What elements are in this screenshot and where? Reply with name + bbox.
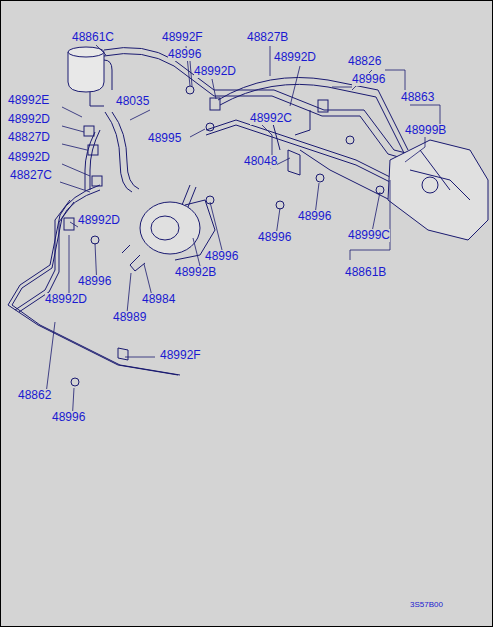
callout-number: 48992B bbox=[175, 266, 216, 279]
callout-number: 48996 bbox=[352, 73, 385, 86]
callout-number: 48996 bbox=[258, 231, 291, 244]
callout-number: 48996 bbox=[298, 210, 331, 223]
callout-number: 48048 bbox=[244, 155, 277, 168]
callout-number: 48999C bbox=[348, 229, 390, 242]
callout-number: 48989 bbox=[113, 311, 146, 324]
callout-number: 48999B bbox=[405, 124, 446, 137]
callout-number: 48984 bbox=[142, 293, 175, 306]
callout-number: 48861C bbox=[72, 31, 114, 44]
callout-number: 48861B bbox=[345, 266, 386, 279]
callout-number: 48827B bbox=[247, 31, 288, 44]
callout-number: 48992E bbox=[8, 94, 49, 107]
callout-number: 48826 bbox=[348, 55, 381, 68]
callout-number: 48862 bbox=[18, 389, 51, 402]
callout-number: 48992F bbox=[162, 31, 203, 44]
callout-number: 48992F bbox=[160, 349, 201, 362]
callout-number: 48996 bbox=[52, 411, 85, 424]
callout-number: 48992C bbox=[250, 112, 292, 125]
drawing-code: 3S57B00 bbox=[410, 600, 443, 609]
callout-number: 48992D bbox=[45, 293, 87, 306]
callout-number: 48827C bbox=[10, 169, 52, 182]
callout-number: 48992D bbox=[8, 151, 50, 164]
callout-number: 48992D bbox=[194, 65, 236, 78]
callout-number: 48995 bbox=[148, 132, 181, 145]
callout-number: 48827D bbox=[8, 131, 50, 144]
callout-number: 48996 bbox=[205, 250, 238, 263]
callout-number: 48992D bbox=[274, 51, 316, 64]
callout-number: 48996 bbox=[168, 48, 201, 61]
callout-number: 48863 bbox=[401, 91, 434, 104]
callout-number: 48992D bbox=[78, 214, 120, 227]
callout-number: 48992D bbox=[8, 113, 50, 126]
callout-number: 48996 bbox=[78, 275, 111, 288]
callout-number: 48035 bbox=[116, 95, 149, 108]
